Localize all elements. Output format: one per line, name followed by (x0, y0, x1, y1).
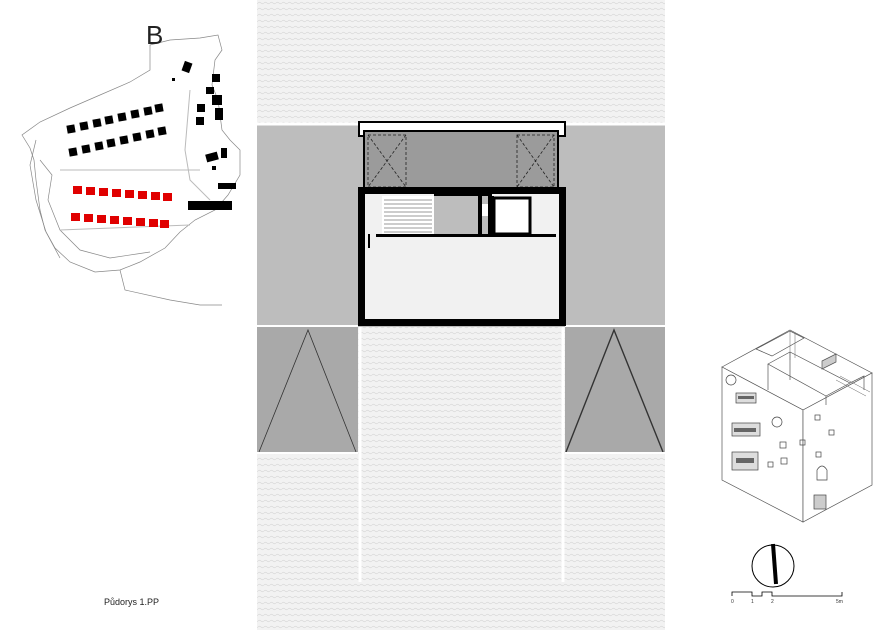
stair-core (382, 196, 434, 234)
left-ramp (257, 327, 358, 453)
access-path (358, 327, 565, 630)
upper-volume (358, 121, 566, 189)
basement-room (358, 187, 566, 326)
stairs (384, 199, 432, 233)
scale-label-0: 0 (731, 599, 734, 605)
highlight-row-2 (71, 213, 169, 228)
plan-caption: Půdorys 1.PP (104, 597, 160, 607)
sheet-letter: B (146, 20, 164, 50)
scale-bar (731, 591, 843, 597)
scale-label-5m: 5m (836, 599, 843, 605)
north-arrow (751, 543, 795, 588)
right-ramp (565, 327, 665, 453)
buildings-east (172, 60, 236, 210)
lift-shaft (492, 196, 532, 236)
scale-label-1: 1 (751, 599, 754, 605)
scale-label-2: 2 (771, 599, 774, 605)
highlight-row-1 (73, 186, 172, 201)
building-row-2 (68, 126, 167, 157)
left-shaft (367, 134, 407, 188)
building-row-1 (66, 103, 164, 134)
